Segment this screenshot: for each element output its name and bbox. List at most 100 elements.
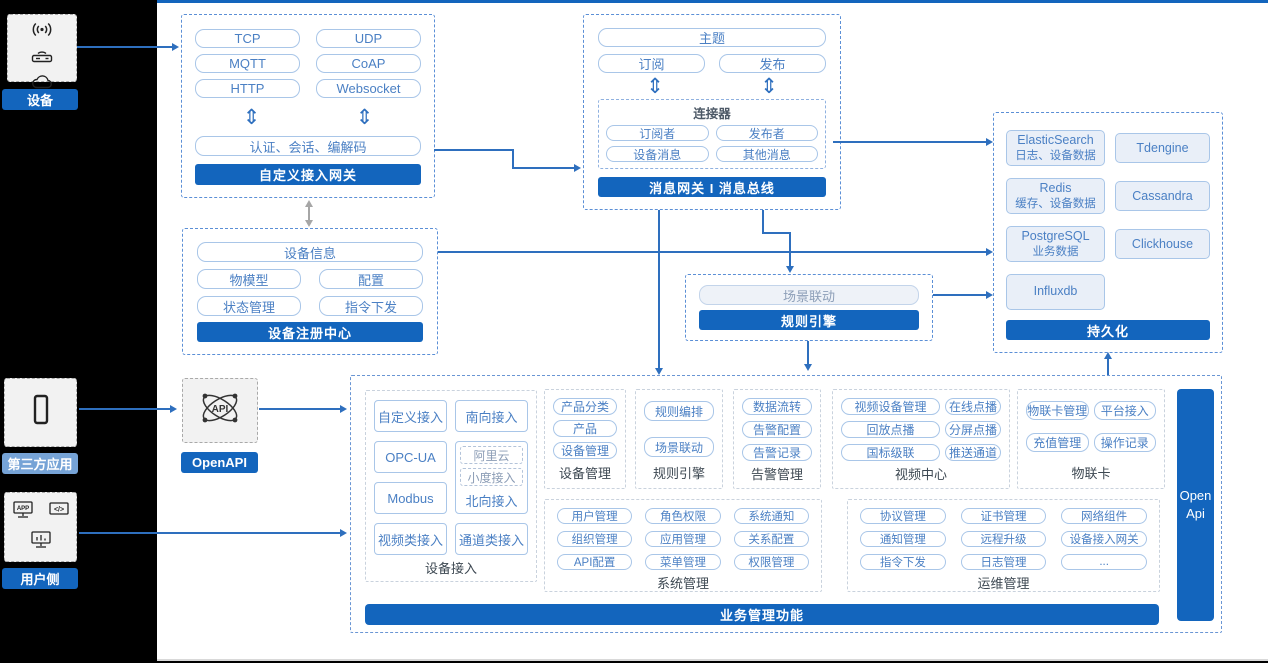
line-gateway-to-bus-3 (512, 167, 574, 169)
openapi-card: API (182, 378, 258, 443)
protocol-chip: UDP (316, 29, 421, 48)
section-device-mgmt: 产品分类产品设备管理 设备管理 (544, 389, 626, 489)
open-api-column: Open Api (1177, 389, 1214, 621)
feature-chip: ... (1061, 554, 1147, 570)
north-access-label: 北向接入 (465, 494, 518, 509)
double-arrow-icon: ⇕ (646, 74, 664, 98)
line-bus-to-business (658, 210, 660, 370)
protocol-chip: MQTT (195, 54, 300, 73)
section-ops-mgmt: 协议管理证书管理网络组件通知管理远程升级设备接入网关指令下发日志管理... 运维… (847, 499, 1160, 592)
feature-chip: 系统通知 (733, 508, 809, 524)
section-label: 规则引擎 (652, 466, 705, 481)
database-chip: PostgreSQL 业务数据 (1006, 226, 1105, 262)
section-rule-engine: 规则编排场景联动 规则引擎 (635, 389, 723, 489)
feature-chip: 数据流转 (742, 398, 812, 415)
feature-chip: 产品 (553, 420, 617, 437)
connector-chip: 订阅者 (606, 125, 709, 141)
feature-chip: 平台接入 (1093, 401, 1156, 420)
arrowhead (574, 164, 581, 172)
database-columns: ElasticSearch 日志、设备数据 Redis 缓存、设备数据 Post… (1006, 130, 1210, 310)
feature-chip: 告警记录 (742, 444, 812, 461)
feature-chip: 视频设备管理 (841, 398, 940, 415)
router-icon (30, 47, 54, 69)
section-items: 视频设备管理在线点播回放点播分屏点播国标级联推送通道 (841, 398, 1001, 461)
feature-chip: 国标级联 (841, 444, 940, 461)
database-chip: Tdengine (1114, 133, 1210, 163)
feature-chip: 证书管理 (960, 508, 1047, 524)
openapi-icon: API (193, 383, 247, 438)
arrowhead-up (1104, 352, 1112, 359)
section-items: 规则编排场景联动 (644, 398, 714, 457)
database-chip: ElasticSearch 日志、设备数据 (1006, 130, 1105, 166)
registry-chip: 指令下发 (319, 296, 423, 316)
gateway-arrows-row: ⇕ ⇕ (195, 98, 421, 136)
feature-chip: 关系配置 (733, 531, 809, 547)
section-alert-mgmt: 数据流转告警配置告警记录 告警管理 (733, 389, 821, 489)
feature-chip: 场景联动 (644, 437, 714, 457)
section-items: 数据流转告警配置告警记录 (742, 398, 812, 461)
business-box: 自定义接入 南向接入 OPC-UA 阿里云 小度接入 北向接入 Modbus 视… (350, 375, 1222, 633)
database-name: Influxdb (1033, 284, 1078, 299)
third-party-icon-card (4, 378, 77, 447)
line-bus-to-rule-3 (789, 232, 791, 267)
line-openapi-to-business (259, 408, 340, 410)
section-label: 物联卡 (1071, 466, 1111, 481)
section-label: 运维管理 (977, 576, 1030, 591)
bus-arrows-row: ⇕ ⇕ (598, 73, 826, 99)
registry-chip: 配置 (319, 269, 423, 289)
section-items: 物联卡管理平台接入充值管理操作记录 (1026, 398, 1156, 452)
line-user-to-business (79, 532, 340, 534)
line-bus-to-rule-2 (762, 232, 791, 234)
line-rule-to-persistence (933, 294, 986, 296)
svg-text:APP: APP (16, 506, 28, 512)
device-access-chip: 通道类接入 (455, 523, 528, 555)
arrowhead (170, 405, 177, 413)
feature-chip: 充值管理 (1026, 433, 1089, 452)
database-chip: Clickhouse (1114, 229, 1210, 259)
database-name: Redis (1039, 181, 1072, 195)
device-access-chip: 南向接入 (455, 400, 528, 432)
feature-chip: 用户管理 (557, 508, 633, 524)
feature-chip: 设备接入网关 (1061, 531, 1147, 547)
connector-box: 连接器 订阅者发布者设备消息其他消息 (598, 99, 826, 169)
rule-engine-title-bar: 规则引擎 (699, 310, 919, 330)
arrowhead (986, 138, 993, 146)
sidebar-label-third-party: 第三方应用 (2, 453, 78, 474)
double-arrow-icon: ⇕ (760, 74, 778, 98)
scene-linkage-chip: 场景联动 (699, 285, 919, 305)
connector-chip: 其他消息 (715, 146, 818, 162)
top-accent-line (157, 0, 1268, 3)
topic-chip: 主题 (598, 28, 826, 47)
chart-icon (29, 530, 53, 554)
feature-chip: 日志管理 (960, 554, 1047, 570)
feature-chip: 操作记录 (1093, 433, 1156, 452)
double-arrow-icon: ⇕ (355, 105, 374, 129)
arrowhead (804, 364, 812, 371)
device-info-chip: 设备信息 (197, 242, 423, 262)
feature-chip: API配置 (557, 554, 633, 570)
subscribe-chip: 订阅 (598, 54, 705, 73)
code-icon: </> (48, 501, 70, 523)
line-connector-to-persistence (833, 141, 986, 143)
svg-text:</>: </> (53, 507, 63, 514)
device-access-chip: Modbus (374, 482, 447, 514)
cloud-icon (29, 73, 56, 95)
connector-title: 连接器 (693, 107, 731, 121)
device-registry-title-bar: 设备注册中心 (197, 322, 423, 342)
double-arrow-icon: ⇕ (242, 105, 261, 129)
device-icon-card (7, 14, 77, 89)
feature-chip: 角色权限 (645, 508, 721, 524)
section-label: 告警管理 (750, 467, 803, 482)
protocol-chip: CoAP (316, 54, 421, 73)
database-desc: 业务数据 (1032, 245, 1079, 258)
database-name: PostgreSQL (1021, 229, 1090, 243)
feature-chip: 通知管理 (860, 531, 946, 547)
custom-gateway-title-bar: 自定义接入网关 (195, 164, 421, 185)
feature-chip: 指令下发 (860, 554, 946, 570)
line-business-to-persistence (1107, 358, 1109, 375)
publish-chip: 发布 (719, 54, 826, 73)
feature-chip: 回放点播 (841, 421, 940, 438)
